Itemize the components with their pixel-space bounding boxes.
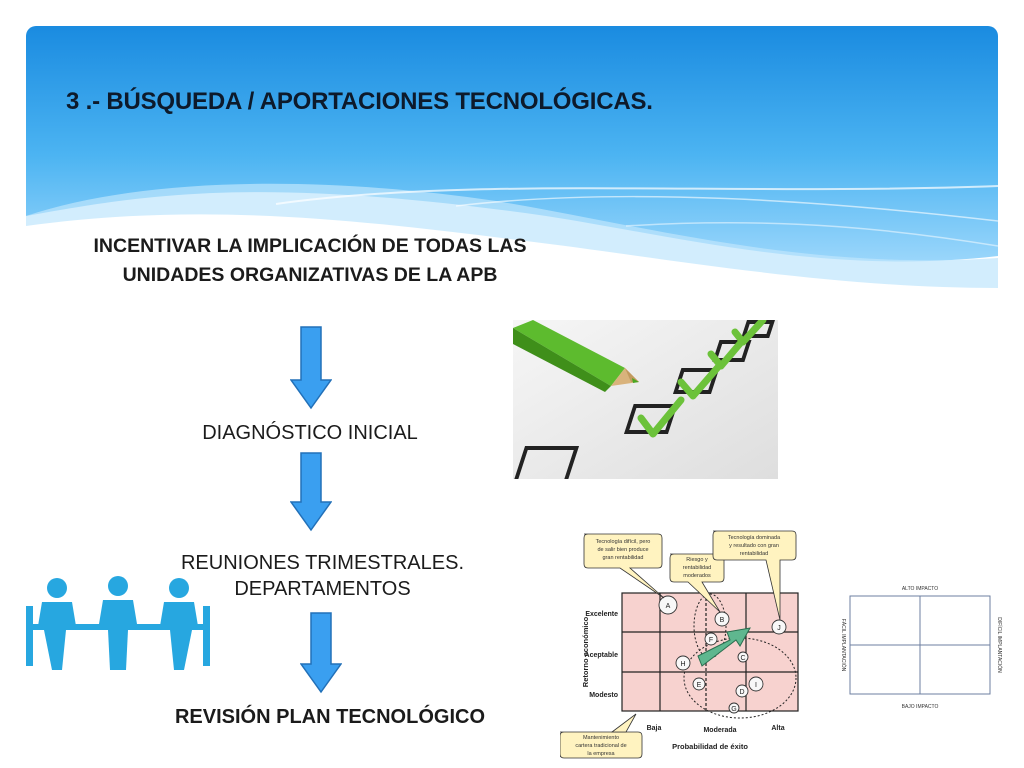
callout-difficult-line2: de salir bien produce bbox=[597, 547, 648, 553]
callout-dominated-line2: y resultado con gran bbox=[729, 543, 779, 549]
trend-arrow bbox=[697, 627, 751, 667]
callout-risk-line1: Riesgo y bbox=[686, 557, 708, 563]
step-revision: REVISIÓN PLAN TECNOLÓGICO bbox=[174, 706, 486, 728]
matrix-row-excelente: Excelente bbox=[585, 611, 618, 618]
matrix-col-moderada: Moderada bbox=[703, 727, 736, 734]
matrix-point-i: I bbox=[755, 682, 757, 689]
matrix-point-j: J bbox=[777, 625, 781, 632]
impact-top-label: ALTO IMPACTO bbox=[902, 586, 938, 592]
callout-dominated-line1: Tecnología dominada bbox=[728, 535, 781, 541]
callout-risk-line2: rentabilidad bbox=[683, 565, 711, 571]
matrix-row-modesto: Modesto bbox=[589, 692, 618, 699]
callout-difficult-line1: Tecnología difícil, pero bbox=[596, 539, 651, 545]
impact-right-label: DIFÍCIL IMPLANTACIÓN bbox=[996, 617, 1003, 673]
down-arrow-3 bbox=[300, 612, 342, 694]
matrix-point-a: A bbox=[666, 603, 671, 610]
impact-left-label: FÁCIL IMPLANTACIÓN bbox=[840, 619, 847, 672]
slide-title: 3 .- BÚSQUEDA / APORTACIONES TECNOLÓGICA… bbox=[66, 88, 653, 115]
down-arrow-1 bbox=[290, 326, 332, 410]
matrix-y-axis-label: Retorno económico bbox=[581, 616, 590, 687]
impact-bottom-label: BAJO IMPACTO bbox=[902, 704, 939, 710]
matrix-col-baja: Baja bbox=[647, 725, 662, 732]
callout-risk-line3: moderados bbox=[683, 573, 711, 579]
matrix-x-axis-label: Probabilidad de éxito bbox=[672, 742, 748, 751]
impact-quadrant-diagram: ALTO IMPACTO BAJO IMPACTO FÁCIL IMPLANTA… bbox=[840, 586, 1003, 710]
callout-maintenance-line2: cartera tradicional de bbox=[575, 743, 626, 749]
matrix-point-b: B bbox=[720, 617, 725, 624]
matrix-col-alta: Alta bbox=[771, 725, 784, 732]
callout-difficult-line3: gran rentabilidad bbox=[603, 555, 644, 561]
callout-maintenance-line1: Mantenimiento bbox=[583, 735, 619, 741]
step-reuniones-line2: DEPARTAMENTOS bbox=[234, 578, 411, 600]
callout-dominated-line3: rentabilidad bbox=[740, 551, 768, 557]
matrix-point-f: F bbox=[709, 637, 713, 644]
matrix-point-c: C bbox=[740, 655, 745, 662]
step-reuniones: REUNIONES TRIMESTRALES. DEPARTAMENTOS bbox=[150, 550, 495, 602]
callout-maintenance-line3: la empresa bbox=[587, 751, 615, 757]
pencil-checklist-image bbox=[513, 320, 778, 479]
step-incentivar: INCENTIVAR LA IMPLICACIÓN DE TODAS LAS U… bbox=[93, 235, 527, 286]
matrix-point-d: D bbox=[739, 689, 744, 696]
step-reuniones-line1: REUNIONES TRIMESTRALES. bbox=[180, 552, 465, 574]
matrix-point-h: H bbox=[680, 661, 685, 668]
matrix-point-e: E bbox=[697, 682, 702, 689]
technology-matrix-diagram: Excelente Aceptable Modesto Retorno econ… bbox=[560, 530, 799, 759]
matrix-point-g: G bbox=[731, 706, 736, 713]
header-wave-graphic bbox=[26, 26, 998, 288]
meeting-people-icon bbox=[26, 576, 210, 670]
header-band bbox=[26, 26, 998, 288]
down-arrow-2 bbox=[290, 452, 332, 532]
matrix-row-aceptable: Aceptable bbox=[585, 652, 619, 659]
step-diagnostico: DIAGNÓSTICO INICIAL bbox=[202, 422, 418, 444]
